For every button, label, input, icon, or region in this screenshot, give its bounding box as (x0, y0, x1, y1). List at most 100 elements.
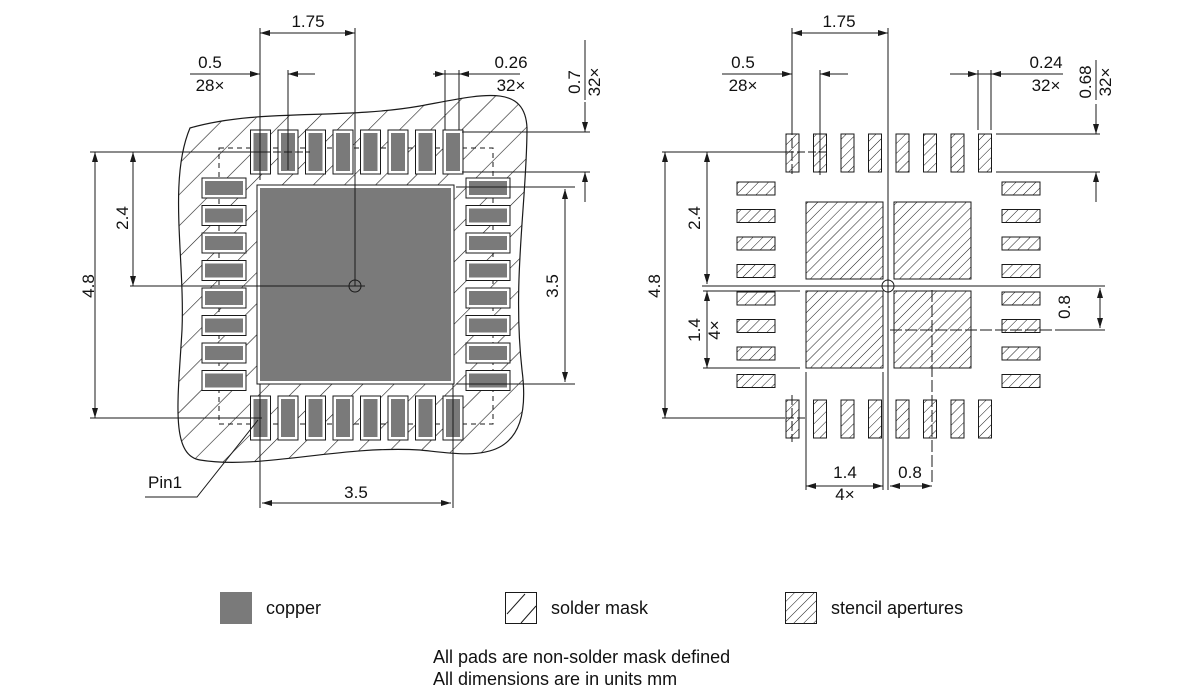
left-pad-copper (205, 263, 243, 278)
bottom-stencil-aperture (923, 399, 937, 439)
top-stencil-aperture (840, 133, 855, 173)
exposed-pad-stencil-aperture (805, 201, 884, 280)
right-dim-aperture-offset-v: 0.8 (1055, 295, 1074, 319)
right-dim-aperture-size-h: 1.4 (833, 463, 857, 482)
right-dim-aperture-count-h: 4× (835, 485, 854, 504)
left-dim-pad-length: 0.7 (565, 70, 584, 94)
exposed-pad-stencil-aperture (893, 201, 972, 280)
left-stencil-aperture (736, 291, 776, 306)
left-dim-pad-width: 0.26 (494, 53, 527, 72)
pin1-label: Pin1 (148, 473, 182, 492)
center-marker (881, 279, 895, 293)
right-dim-pitch-count: 28× (729, 76, 758, 95)
bottom-stencil-aperture (813, 399, 827, 439)
bottom-stencil-aperture (895, 399, 910, 439)
left-pad-copper (205, 208, 243, 223)
right-dim-pitch: 0.5 (731, 53, 755, 72)
left-pad-copper (205, 346, 243, 360)
right-stencil-aperture (1001, 374, 1041, 388)
top-stencil-aperture (895, 133, 910, 173)
bottom-stencil-aperture (840, 399, 855, 439)
right-pad-copper (469, 318, 507, 333)
bottom-pad-copper (336, 399, 350, 437)
legend-solder-mask: solder mask (505, 592, 648, 624)
top-pad-copper (336, 133, 350, 171)
right-dim-pad-width-count: 32× (1032, 76, 1061, 95)
right-dim-aperture-count-v: 4× (705, 320, 724, 339)
left-dim-ep-height: 3.5 (543, 274, 562, 298)
right-dim-pad-length-count: 32× (1096, 68, 1115, 97)
top-stencil-aperture (950, 133, 965, 173)
bottom-pad-copper (391, 399, 405, 437)
bottom-stencil-aperture (785, 399, 800, 439)
legend-stencil-label: stencil apertures (831, 597, 964, 618)
legend-copper: copper (220, 592, 321, 624)
right-dim-row-span: 4.8 (645, 274, 664, 298)
top-pad-copper (363, 133, 378, 171)
bottom-pad-copper (363, 399, 378, 437)
bottom-stencil-aperture (978, 399, 992, 439)
right-pad-copper (469, 181, 507, 195)
right-stencil-aperture (1001, 236, 1041, 251)
left-dim-pitch-count: 28× (196, 76, 225, 95)
left-stencil-aperture (736, 236, 776, 251)
bottom-stencil-aperture (868, 399, 882, 439)
right-dim-half-span: 2.4 (685, 206, 704, 230)
right-dim-aperture-size-v: 1.4 (685, 318, 704, 342)
left-pad-copper (205, 373, 243, 388)
bottom-pad-copper (418, 399, 433, 437)
solder-mask-swatch (505, 592, 537, 624)
right-stencil-aperture (1001, 346, 1041, 361)
top-stencil-aperture (868, 133, 882, 173)
right-dim-top-span: 1.75 (822, 12, 855, 31)
left-pad-copper (205, 236, 243, 250)
top-pad-copper (391, 133, 405, 171)
left-pad-copper (205, 318, 243, 333)
left-pad-copper (205, 291, 243, 305)
legend-copper-label: copper (266, 597, 322, 618)
left-dim-pad-length-count: 32× (585, 68, 604, 97)
right-stencil-aperture (1001, 264, 1041, 278)
right-dim-pad-width: 0.24 (1029, 53, 1062, 72)
top-pad-copper (308, 133, 323, 171)
exposed-pad-stencil-aperture (805, 290, 884, 369)
top-stencil-aperture (978, 133, 992, 173)
bottom-pad-copper (281, 399, 295, 437)
left-pad-copper (205, 181, 243, 195)
left-dim-ep-width: 3.5 (344, 483, 368, 502)
pin1-leader (145, 419, 259, 498)
left-stencil-aperture (736, 264, 776, 278)
stencil-swatch (785, 592, 817, 624)
left-dim-pitch: 0.5 (198, 53, 222, 72)
left-dim-pad-width-count: 32× (497, 76, 526, 95)
right-view-stencil (662, 28, 1105, 490)
right-stencil-aperture (1001, 181, 1041, 196)
right-stencil-aperture (1001, 291, 1041, 306)
copper-swatch (220, 592, 252, 624)
left-stencil-aperture (736, 346, 776, 361)
left-stencil-aperture (736, 374, 776, 388)
top-stencil-aperture (923, 133, 937, 173)
left-dim-half-span: 2.4 (113, 206, 132, 230)
right-pad-copper (469, 291, 507, 305)
right-pad-copper (469, 373, 507, 388)
right-dim-aperture-offset-h: 0.8 (898, 463, 922, 482)
legend-stencil: stencil apertures (785, 592, 963, 624)
note-nsmd: All pads are non-solder mask defined (433, 647, 731, 667)
left-stencil-aperture (736, 181, 776, 196)
right-pad-copper (469, 263, 507, 278)
notes: All pads are non-solder mask defined All… (433, 646, 730, 690)
right-pad-copper (469, 346, 507, 360)
right-stencil-aperture (1001, 209, 1041, 223)
land-pattern-drawing: 1.75 0.5 28× 0.26 32× 0.7 32× 4.8 2.4 3.… (79, 12, 1115, 508)
top-pad-copper (418, 133, 433, 171)
package-outline (218, 147, 494, 425)
left-dim-row-span: 4.8 (79, 274, 98, 298)
bottom-stencil-aperture (950, 399, 965, 439)
left-stencil-aperture (736, 209, 776, 223)
right-pad-copper (469, 236, 507, 250)
right-pad-copper (469, 208, 507, 223)
bottom-pad-copper (308, 399, 323, 437)
left-stencil-aperture (736, 319, 776, 333)
right-dim-pad-length: 0.68 (1076, 65, 1095, 98)
